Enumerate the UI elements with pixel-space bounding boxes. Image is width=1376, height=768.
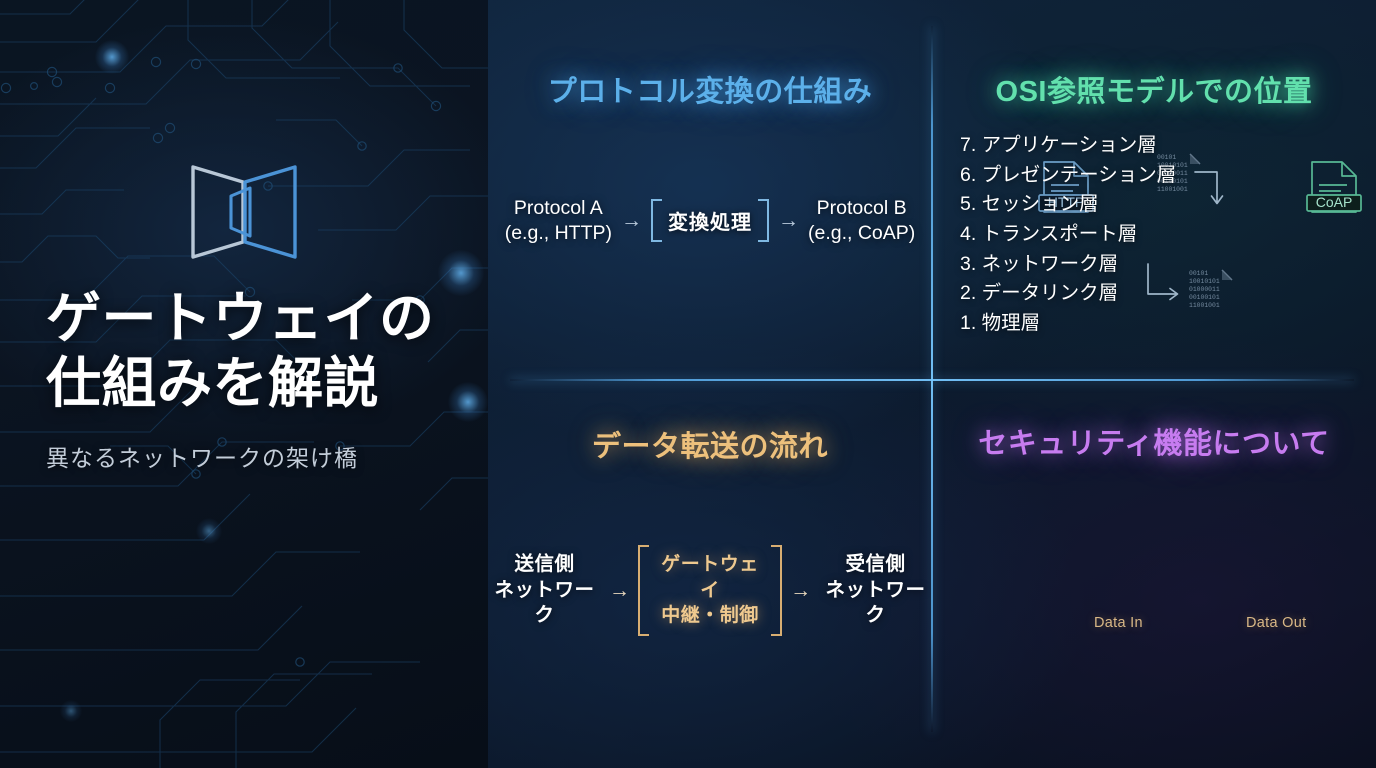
svg-text:10010101: 10010101	[1157, 162, 1188, 169]
quadrant-title-protocol: プロトコル変換の仕組み	[547, 76, 873, 108]
data-flow-diagram: 送信側 ネットワーク → ゲートウェイ 中継・制御 → 受信側 ネットワーク	[488, 545, 932, 636]
coap-label: CoAP	[1316, 194, 1353, 210]
page-title: ゲートウェイの 仕組みを解説	[46, 287, 435, 415]
logo-container	[0, 160, 488, 264]
protocol-conversion-flow: Protocol A (e.g., HTTP) → 変換処理 → Protoco…	[488, 196, 932, 246]
svg-text:00100101: 00100101	[1189, 294, 1220, 301]
list-item: 2. データリンク層	[960, 282, 1119, 305]
destination-network-label: 受信側 ネットワーク	[825, 552, 926, 627]
svg-text:10010101: 10010101	[1189, 278, 1220, 285]
content-grid: プロトコル変換の仕組み HTTP	[488, 0, 1376, 768]
http-document-icon: HTTP	[1035, 158, 1097, 221]
svg-text:00101: 00101	[1189, 270, 1208, 277]
quadrant-title-security: セキュリティ機能について	[978, 428, 1330, 460]
conversion-arrow-in	[1193, 168, 1229, 217]
gateway-core-box: ゲートウェイ 中継・制御	[637, 545, 783, 636]
arrow-right-icon: →	[608, 578, 630, 602]
hero-text-block: ゲートウェイの 仕組みを解説 異なるネットワークの架け橋	[0, 286, 488, 473]
quadrant-data-flow: データ転送の流れ	[488, 380, 932, 768]
quadrant-osi-model: OSI参照モデルでの位置	[932, 0, 1376, 380]
binary-data-icon: 00101 10010101 01000011 00100101 1100100…	[1188, 268, 1234, 317]
vertical-divider	[931, 26, 933, 732]
arrow-right-icon: →	[777, 209, 799, 233]
page-subtitle: 異なるネットワークの架け橋	[46, 444, 358, 471]
svg-text:00101: 00101	[1157, 154, 1176, 161]
list-item: 4. トランスポート層	[960, 223, 1138, 246]
list-item: 1. 物理層	[960, 312, 1041, 335]
data-out-tag: Data Out	[1246, 615, 1307, 631]
svg-text:11001001: 11001001	[1189, 302, 1220, 309]
binary-data-icon: 00101 10010101 01000011 00100101 1100100…	[1156, 152, 1202, 201]
conversion-core-label: 変換処理	[667, 212, 752, 235]
quadrant-protocol-conversion: プロトコル変換の仕組み	[488, 0, 932, 380]
svg-text:00100101: 00100101	[1157, 178, 1188, 185]
osi-layer-list: 7. アプリケーション層 6. プレゼンテーション層 5. セッション層 4. …	[960, 132, 1176, 338]
coap-document-icon: CoAP	[1303, 158, 1365, 221]
svg-text:01000011: 01000011	[1157, 170, 1188, 177]
quadrant-security: セキュリティ機能について	[932, 380, 1376, 768]
data-in-tag: Data In	[1094, 615, 1143, 631]
left-hero-panel: ゲートウェイの 仕組みを解説 異なるネットワークの架け橋	[0, 0, 488, 768]
conversion-arrow-out	[1144, 262, 1180, 311]
http-label: HTTP	[1048, 194, 1085, 210]
bracket-right	[757, 199, 769, 243]
list-item: 5. セッション層	[960, 193, 1099, 216]
bracket-left	[650, 199, 662, 243]
circuit-board-pattern	[0, 0, 488, 768]
svg-text:01000011: 01000011	[1189, 286, 1220, 293]
arrow-right-icon: →	[620, 209, 642, 233]
gateway-core-label: ゲートウェイ 中継・制御	[661, 554, 759, 627]
protocol-a-label: Protocol A (e.g., HTTP)	[504, 197, 612, 244]
quadrant-title-dataflow: データ転送の流れ	[591, 431, 828, 463]
arrow-right-icon: →	[790, 578, 812, 602]
conversion-core-box: 変換処理	[650, 199, 769, 243]
list-item: 7. アプリケーション層	[960, 134, 1157, 156]
list-item: 3. ネットワーク層	[960, 252, 1119, 275]
source-network-label: 送信側 ネットワーク	[494, 552, 595, 627]
quadrant-title-osi: OSI参照モデルでの位置	[995, 76, 1313, 108]
bracket-left	[637, 545, 649, 636]
protocol-b-label: Protocol B (e.g., CoAP)	[807, 197, 916, 244]
gateway-logo-icon	[191, 165, 297, 259]
bracket-right	[771, 545, 783, 636]
svg-text:11001001: 11001001	[1157, 186, 1188, 193]
list-item: 6. プレゼンテーション層	[960, 163, 1177, 186]
